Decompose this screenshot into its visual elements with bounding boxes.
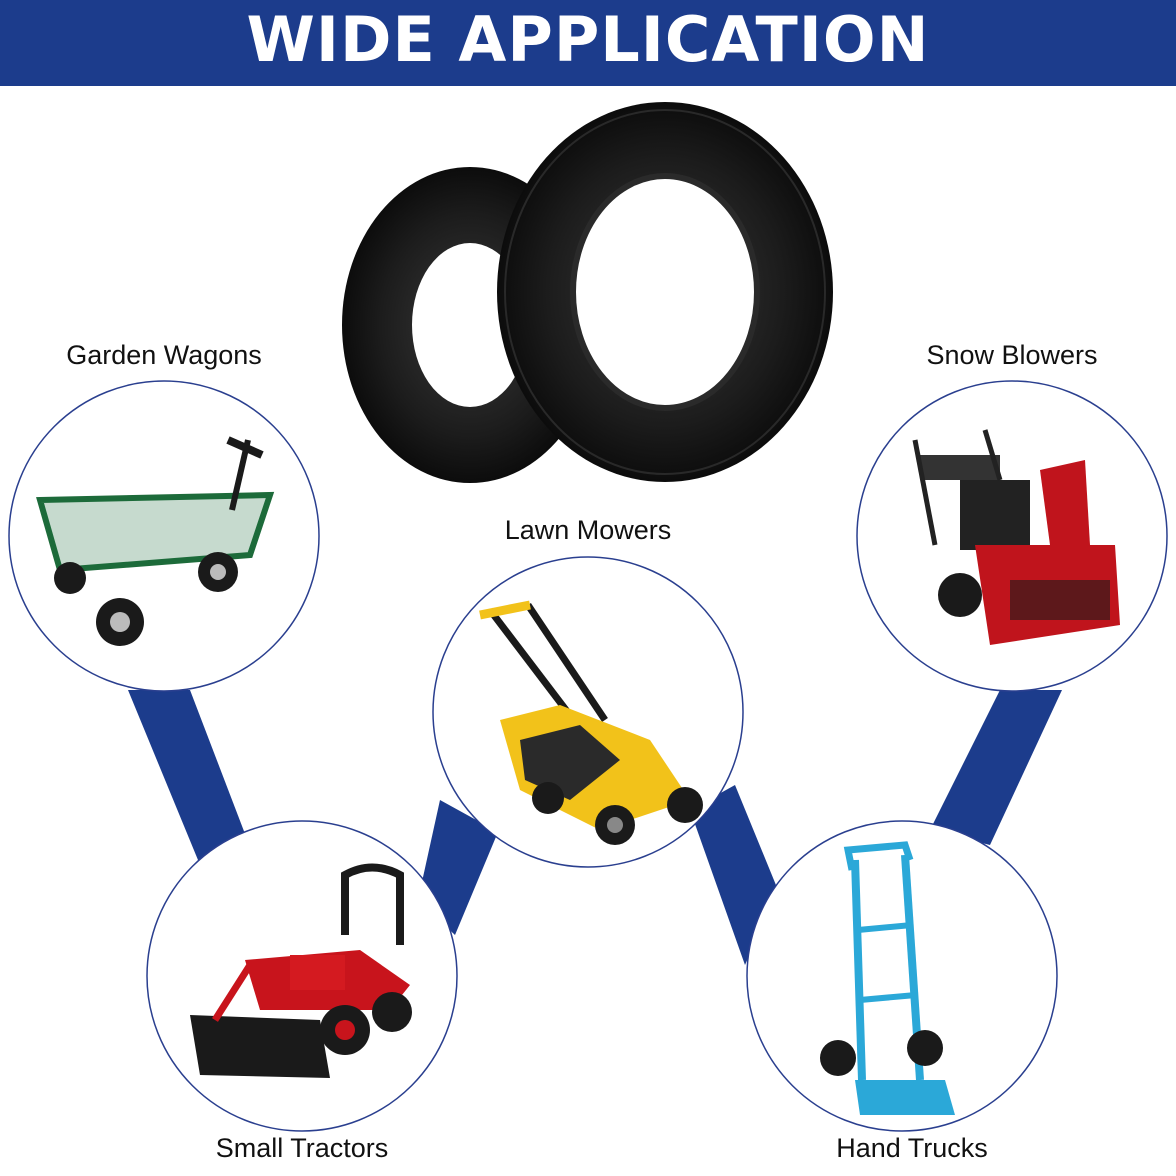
label-garden-wagons: Garden Wagons: [66, 340, 262, 370]
connector-blower-truck: [930, 690, 1062, 845]
lawn-mower-circle: [432, 556, 744, 868]
garden-wagon-icon: [36, 436, 275, 646]
label-small-tractors: Small Tractors: [215, 1133, 389, 1163]
label-snow-blowers: Snow Blowers: [926, 340, 1098, 370]
garden-wagon-circle: [8, 380, 320, 692]
snow-blower-circle: [856, 380, 1168, 692]
connector-mower-truck: [690, 785, 778, 965]
label-hand-trucks: Hand Trucks: [836, 1133, 988, 1163]
hand-truck-circle: [746, 820, 1058, 1132]
snow-blower-icon: [912, 429, 1120, 645]
label-lawn-mowers: Lawn Mowers: [504, 515, 672, 545]
lawn-mower-icon: [479, 600, 703, 845]
small-tractor-circle: [146, 820, 458, 1132]
header-banner: [0, 0, 1176, 86]
hand-truck-icon: [820, 841, 955, 1115]
connectors: [128, 690, 1062, 965]
small-tractor-icon: [190, 863, 412, 1078]
inner-tube-icon: [342, 102, 833, 483]
connector-wagon-tractor: [128, 690, 255, 860]
page-title: WIDE APPLICATION: [246, 3, 930, 76]
